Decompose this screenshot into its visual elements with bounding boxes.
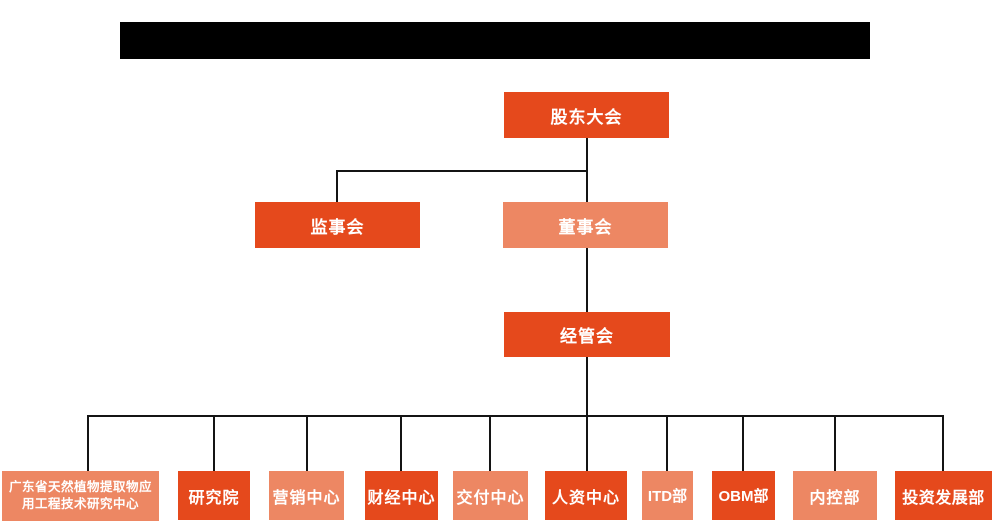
- line-top-drop: [586, 138, 588, 171]
- line-board-drop: [586, 171, 588, 202]
- line-level2-horizontal: [336, 170, 588, 172]
- line-board-to-management: [586, 248, 588, 312]
- node-finance-center: 财经中心: [365, 471, 438, 520]
- node-delivery-center: 交付中心: [453, 471, 528, 520]
- node-research-center: 广东省天然植物提取物应用工程技术研究中心: [2, 471, 159, 521]
- node-marketing-center: 营销中心: [269, 471, 344, 520]
- connector-line-delivery-center: [489, 416, 491, 471]
- node-itd-dept: ITD部: [642, 471, 693, 520]
- connector-line-research-center: [87, 416, 89, 471]
- connector-line-internal-control-dept: [834, 416, 836, 471]
- connector-line-hr-center: [586, 416, 588, 471]
- node-internal-control-dept: 内控部: [793, 471, 877, 520]
- node-hr-center: 人资中心: [545, 471, 627, 520]
- line-bus-horizontal: [87, 415, 944, 417]
- line-supervisory-drop: [336, 171, 338, 202]
- connector-line-obm-dept: [742, 416, 744, 471]
- line-management-to-bus: [586, 357, 588, 416]
- connector-line-itd-dept: [666, 416, 668, 471]
- node-board-of-directors: 董事会: [503, 202, 668, 248]
- node-investment-development-dept: 投资发展部: [895, 471, 992, 520]
- node-management-committee: 经管会: [504, 312, 670, 357]
- node-obm-dept: OBM部: [712, 471, 775, 520]
- connector-line-finance-center: [400, 416, 402, 471]
- connector-line-research-institute: [213, 416, 215, 471]
- node-shareholders-meeting: 股东大会: [504, 92, 669, 138]
- redacted-title-bar: [120, 22, 870, 59]
- node-supervisory-board: 监事会: [255, 202, 420, 248]
- connector-line-marketing-center: [306, 416, 308, 471]
- connector-line-investment-dept: [942, 416, 944, 471]
- node-research-institute: 研究院: [178, 471, 250, 520]
